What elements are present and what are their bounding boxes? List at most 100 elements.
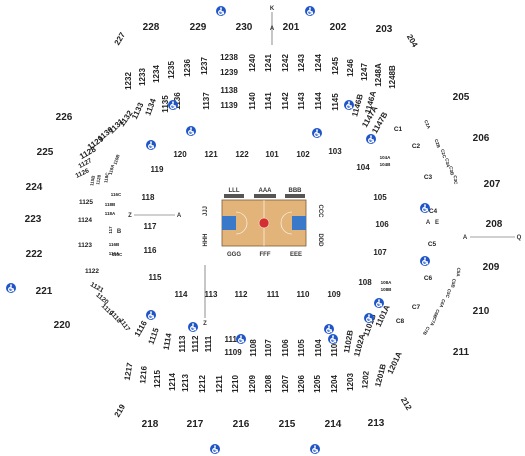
section-116c[interactable]: 115C: [112, 252, 123, 257]
section-116b[interactable]: 116B: [109, 242, 120, 247]
section-1214[interactable]: 1214: [168, 373, 177, 391]
section-118c[interactable]: 116C: [111, 192, 122, 197]
section-c3b[interactable]: C3B: [448, 166, 455, 176]
section-1241[interactable]: 1241: [264, 54, 273, 72]
section-108b[interactable]: 108B: [381, 287, 393, 292]
section-1126[interactable]: 1126: [74, 167, 90, 179]
section-218[interactable]: 218: [142, 419, 159, 430]
section-c6a[interactable]: C6A: [438, 298, 446, 309]
section-203[interactable]: 203: [376, 24, 393, 35]
section-1248b[interactable]: 1248B: [388, 65, 397, 89]
section-1134[interactable]: 1134: [143, 97, 158, 117]
section-1244[interactable]: 1244: [314, 54, 323, 72]
section-1122[interactable]: 1122: [85, 268, 99, 275]
section-1243[interactable]: 1243: [297, 54, 306, 72]
section-1205[interactable]: 1205: [313, 375, 322, 393]
section-119c[interactable]: 119B: [112, 153, 121, 165]
section-201[interactable]: 201: [283, 22, 300, 33]
section-1201b[interactable]: 1201B: [373, 363, 388, 388]
section-116[interactable]: 116: [144, 246, 157, 255]
section-227[interactable]: 227: [113, 30, 128, 47]
section-c5a[interactable]: C5A: [456, 267, 462, 277]
section-219[interactable]: 219: [113, 402, 128, 419]
section-1108[interactable]: 1108: [249, 339, 258, 357]
section-214[interactable]: 214: [325, 419, 342, 430]
section-229[interactable]: 229: [190, 22, 207, 33]
section-1116[interactable]: 1116: [133, 319, 150, 339]
section-110[interactable]: 110: [297, 290, 310, 299]
section-204[interactable]: 204: [405, 33, 420, 50]
section-1212[interactable]: 1212: [198, 375, 207, 393]
section-211[interactable]: 211: [453, 347, 470, 358]
section-1144[interactable]: 1144: [314, 92, 323, 110]
section-1141[interactable]: 1141: [264, 92, 273, 110]
section-102[interactable]: 102: [296, 150, 310, 159]
section-120[interactable]: 120: [173, 150, 187, 159]
section-1142[interactable]: 1142: [281, 92, 290, 110]
section-1208[interactable]: 1208: [264, 375, 273, 393]
section-1237[interactable]: 1237: [200, 57, 209, 75]
section-1111[interactable]: 1111: [204, 335, 213, 352]
section-1135[interactable]: 1135: [161, 95, 170, 113]
section-114[interactable]: 114: [175, 290, 188, 299]
section-216[interactable]: 216: [233, 419, 250, 430]
section-1140[interactable]: 1140: [248, 92, 257, 110]
section-217[interactable]: 217: [187, 419, 204, 430]
section-202[interactable]: 202: [330, 22, 347, 33]
section-c5c[interactable]: C5C: [445, 288, 452, 299]
section-116a[interactable]: 116A: [109, 251, 120, 256]
section-1233[interactable]: 1233: [138, 68, 147, 86]
section-c2b[interactable]: C2B: [434, 138, 442, 149]
section-1104[interactable]: 1104: [314, 339, 323, 357]
section-206[interactable]: 206: [473, 133, 490, 144]
section-1145[interactable]: 1145: [331, 93, 340, 111]
section-1211[interactable]: 1211: [215, 375, 224, 393]
section-119a[interactable]: 118C: [103, 171, 110, 183]
section-115[interactable]: 115: [149, 273, 162, 282]
section-1206[interactable]: 1206: [297, 375, 306, 393]
section-230[interactable]: 230: [236, 22, 253, 33]
section-119[interactable]: 119: [151, 165, 164, 174]
section-c8[interactable]: C8: [396, 318, 405, 325]
section-119b[interactable]: 119A: [108, 163, 116, 175]
section-207[interactable]: 207: [484, 179, 501, 190]
section-1213[interactable]: 1213: [181, 374, 190, 392]
section-107[interactable]: 107: [373, 248, 387, 257]
section-1234[interactable]: 1234: [152, 65, 161, 83]
section-1246[interactable]: 1246: [346, 59, 355, 77]
section-1102b[interactable]: 1102B: [342, 329, 355, 354]
section-c2[interactable]: C2: [412, 143, 421, 150]
section-113[interactable]: 113: [205, 290, 218, 299]
section-1248a[interactable]: 1248A: [374, 63, 383, 87]
section-101[interactable]: 101: [265, 150, 279, 159]
section-c7a[interactable]: C7A: [429, 316, 438, 327]
section-1204[interactable]: 1204: [330, 375, 339, 393]
section-1138[interactable]: 1138: [220, 86, 238, 95]
section-1107[interactable]: 1107: [264, 339, 273, 357]
section-1217[interactable]: 1217: [123, 361, 135, 381]
section-c7b[interactable]: C7B: [422, 326, 431, 337]
section-208[interactable]: 208: [486, 219, 503, 230]
section-1209[interactable]: 1209: [248, 375, 257, 393]
section-1137[interactable]: 1137: [202, 92, 211, 110]
section-1238[interactable]: 1238: [220, 53, 238, 62]
section-226[interactable]: 226: [56, 112, 73, 123]
section-118b[interactable]: 118B: [105, 202, 116, 207]
section-1115[interactable]: 1115: [147, 326, 161, 345]
section-1103[interactable]: 1103: [330, 339, 339, 357]
section-c3[interactable]: C3: [424, 174, 433, 181]
section-118[interactable]: 118: [142, 193, 155, 202]
section-1235[interactable]: 1235: [167, 61, 176, 79]
section-1113[interactable]: 1113: [178, 335, 187, 352]
section-220[interactable]: 220: [54, 320, 71, 331]
section-c6[interactable]: C6: [424, 275, 433, 282]
section-1112[interactable]: 1112: [191, 335, 200, 352]
section-118a[interactable]: 118A: [105, 211, 116, 216]
section-1202[interactable]: 1202: [360, 370, 371, 389]
section-c4[interactable]: C4: [429, 208, 438, 215]
section-212[interactable]: 212: [399, 396, 414, 413]
section-1133[interactable]: 1133: [130, 101, 146, 121]
section-c1[interactable]: C1: [394, 126, 403, 133]
section-1109[interactable]: 1109: [224, 348, 242, 357]
section-1216[interactable]: 1216: [138, 365, 149, 384]
